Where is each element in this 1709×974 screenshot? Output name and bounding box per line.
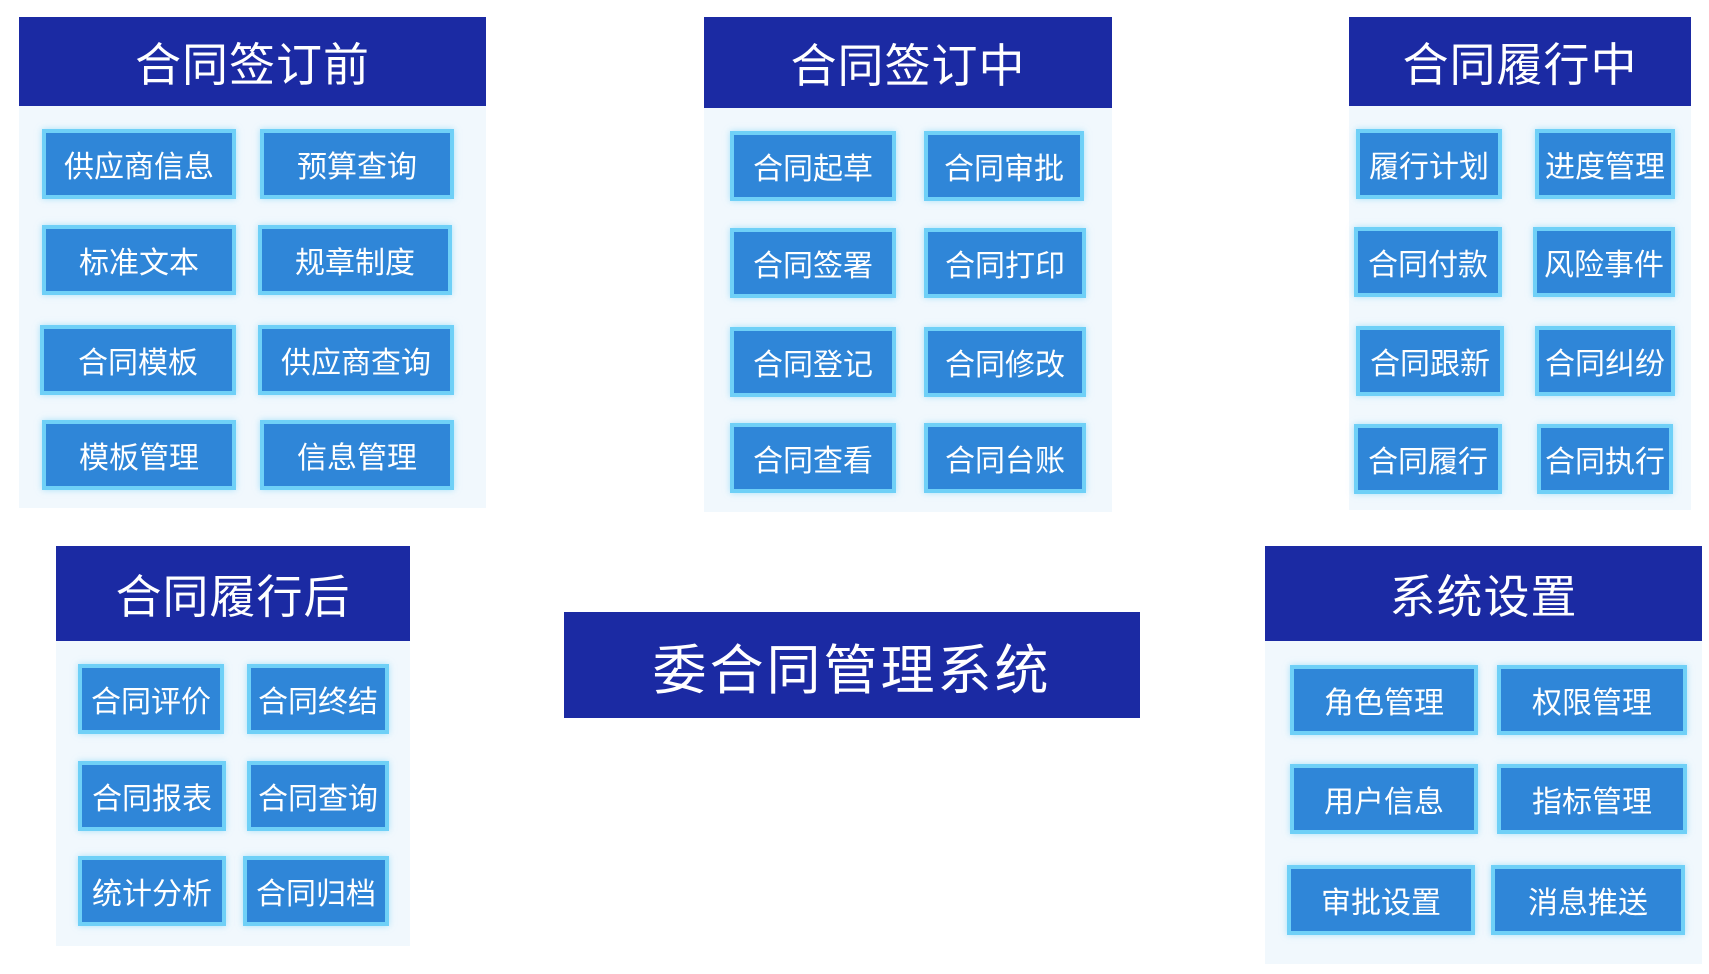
module-tile[interactable]: 合同付款	[1354, 227, 1502, 297]
module-tile[interactable]: 合同修改	[924, 327, 1086, 397]
module-tile[interactable]: 预算查询	[260, 129, 454, 199]
panel-title: 合同签订中	[704, 17, 1112, 108]
module-tile[interactable]: 合同履行	[1354, 424, 1502, 494]
module-tile[interactable]: 合同起草	[730, 131, 896, 201]
module-tile[interactable]: 合同登记	[730, 327, 896, 397]
module-tile[interactable]: 供应商信息	[42, 129, 236, 199]
module-tile[interactable]: 供应商查询	[258, 325, 454, 395]
panel-during-signing: 合同签订中 合同起草 合同审批 合同签署 合同打印 合同登记 合同修改 合同查看…	[704, 17, 1112, 512]
module-tile[interactable]: 标准文本	[42, 225, 236, 295]
panel-during-performance: 合同履行中 履行计划 进度管理 合同付款 风险事件 合同跟新 合同纠纷 合同履行…	[1349, 17, 1691, 510]
module-tile[interactable]: 指标管理	[1497, 764, 1687, 834]
module-tile[interactable]: 进度管理	[1535, 129, 1675, 199]
module-tile[interactable]: 合同模板	[40, 325, 236, 395]
panel-title: 合同履行后	[56, 546, 410, 641]
module-tile[interactable]: 信息管理	[260, 420, 454, 490]
module-tile[interactable]: 合同打印	[924, 228, 1086, 298]
panel-title: 合同签订前	[19, 17, 486, 106]
module-tile[interactable]: 用户信息	[1290, 764, 1478, 834]
module-tile[interactable]: 权限管理	[1497, 665, 1687, 735]
panel-system-settings: 系统设置 角色管理 权限管理 用户信息 指标管理 审批设置 消息推送	[1265, 546, 1702, 964]
panel-before-signing: 合同签订前 供应商信息 预算查询 标准文本 规章制度 合同模板 供应商查询 模板…	[19, 17, 486, 508]
module-tile[interactable]: 模板管理	[42, 420, 236, 490]
module-tile[interactable]: 角色管理	[1290, 665, 1478, 735]
module-tile[interactable]: 合同跟新	[1356, 326, 1504, 396]
module-tile[interactable]: 统计分析	[78, 856, 226, 926]
module-tile[interactable]: 消息推送	[1491, 865, 1685, 935]
module-tile[interactable]: 合同查看	[730, 423, 896, 493]
module-tile[interactable]: 规章制度	[258, 225, 452, 295]
module-tile[interactable]: 审批设置	[1287, 865, 1475, 935]
module-tile[interactable]: 合同评价	[78, 664, 224, 734]
module-tile[interactable]: 合同报表	[78, 761, 226, 831]
module-tile[interactable]: 合同签署	[730, 228, 896, 298]
module-tile[interactable]: 合同查询	[247, 761, 389, 831]
system-title: 委合同管理系统	[564, 612, 1140, 718]
panel-title: 合同履行中	[1349, 17, 1691, 106]
panel-title: 系统设置	[1265, 546, 1702, 641]
module-tile[interactable]: 风险事件	[1533, 227, 1675, 297]
module-tile[interactable]: 合同归档	[243, 856, 389, 926]
panel-after-performance: 合同履行后 合同评价 合同终结 合同报表 合同查询 统计分析 合同归档	[56, 546, 410, 946]
module-tile[interactable]: 合同审批	[924, 131, 1084, 201]
module-tile[interactable]: 履行计划	[1356, 129, 1502, 199]
module-tile[interactable]: 合同终结	[247, 664, 389, 734]
module-tile[interactable]: 合同执行	[1537, 424, 1673, 494]
module-tile[interactable]: 合同纠纷	[1535, 326, 1675, 396]
module-tile[interactable]: 合同台账	[924, 423, 1086, 493]
